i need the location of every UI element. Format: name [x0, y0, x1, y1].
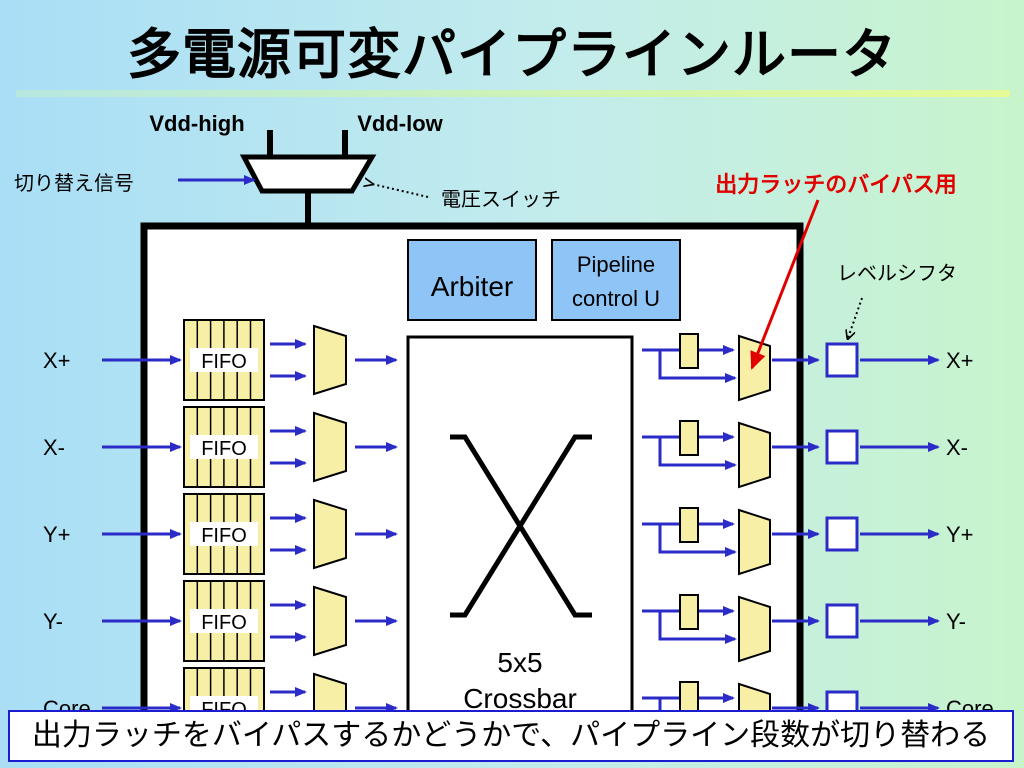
fifo-label: FIFO: [201, 699, 247, 710]
bypass-path-wire: [658, 524, 737, 557]
level-shifter: [825, 429, 859, 465]
voltage-switch-mux: [239, 154, 377, 194]
fifo-buffer: [183, 319, 265, 401]
bypass-path-wire: [658, 350, 737, 383]
output-latch: [679, 420, 699, 456]
bypass-path-wire: [658, 611, 737, 644]
output-latch: [679, 507, 699, 543]
level-shifter-label: レベルシフタ: [837, 261, 957, 285]
vdd-high-label: Vdd-high: [149, 111, 244, 136]
level-shifter: [825, 342, 859, 378]
port-row: Y+ FIFO Y+: [43, 493, 974, 576]
output-port-label: X-: [946, 435, 968, 460]
bypass-mux: [738, 421, 771, 489]
output-latch: [679, 681, 699, 710]
crossbar-x-mark: [450, 434, 592, 618]
fifo-buffer: [183, 580, 265, 662]
fifo-label: FIFO: [201, 351, 247, 373]
input-port-label: Core: [43, 696, 91, 710]
switch-signal-label: 切り替え信号: [14, 171, 134, 195]
port-row: Core FIFO Core: [43, 667, 994, 710]
title-divider: [16, 90, 1010, 97]
output-port-label: X+: [946, 348, 974, 373]
page-title: 多電源可変パイプラインルータ: [127, 23, 897, 86]
vdd-low-label: Vdd-low: [357, 111, 443, 136]
level-shifter: [825, 690, 859, 710]
bypass-mux: [738, 334, 771, 402]
port-row: Y- FIFO Y-: [43, 580, 966, 663]
input-mux: [313, 672, 347, 710]
input-mux: [313, 324, 347, 396]
port-row: X+ FIFO X+: [43, 319, 974, 402]
arbiter-label: Arbiter: [431, 271, 513, 302]
fifo-buffer: [183, 406, 265, 488]
input-mux: [313, 411, 347, 483]
fifo-buffer: [183, 667, 265, 710]
bypass-path-wire: [658, 437, 737, 470]
output-port-label: Y-: [946, 609, 966, 634]
output-port-label: Y+: [946, 522, 974, 547]
arbiter-block: [407, 239, 537, 321]
input-port-label: Y+: [43, 522, 71, 547]
voltage-switch-label: 電圧スイッチ: [441, 187, 561, 211]
input-mux: [313, 498, 347, 570]
level-shifter: [825, 516, 859, 552]
output-latch: [679, 594, 699, 630]
port-row: X- FIFO X-: [43, 406, 968, 489]
bypass-path-wire: [658, 698, 662, 710]
output-latch: [679, 333, 699, 369]
level-shifter: [825, 603, 859, 639]
crossbar-label: 5x5: [497, 647, 542, 678]
output-port-label: Core: [946, 696, 994, 710]
fifo-label: FIFO: [201, 438, 247, 460]
fifo-label: FIFO: [201, 612, 247, 634]
voltage-switch-pointer: [372, 184, 429, 198]
bypass-mux: [738, 595, 771, 663]
router-diagram: Vdd-high Vdd-low 切り替え信号 電圧スイッチ Arbiter P…: [14, 111, 994, 710]
level-shifter-pointer: [848, 297, 863, 338]
pipeline-control-label: Pipeline: [577, 252, 655, 277]
bypass-label: 出力ラッチのバイパス用: [715, 173, 957, 198]
input-port-label: X-: [43, 435, 65, 460]
pipeline-control-block: [551, 239, 681, 321]
bypass-mux: [738, 508, 771, 576]
caption-box: 出力ラッチをバイパスするかどうかで、パイプライン段数が切り替わる: [8, 710, 1014, 762]
bypass-pointer-arrow: [750, 199, 820, 370]
pipeline-control-label: control U: [572, 286, 660, 311]
input-port-label: Y-: [43, 609, 63, 634]
fifo-buffer: [183, 493, 265, 575]
crossbar-label: Crossbar: [463, 683, 577, 710]
input-mux: [313, 585, 347, 657]
input-port-label: X+: [43, 348, 71, 373]
fifo-label: FIFO: [201, 525, 247, 547]
bypass-mux: [738, 682, 771, 710]
